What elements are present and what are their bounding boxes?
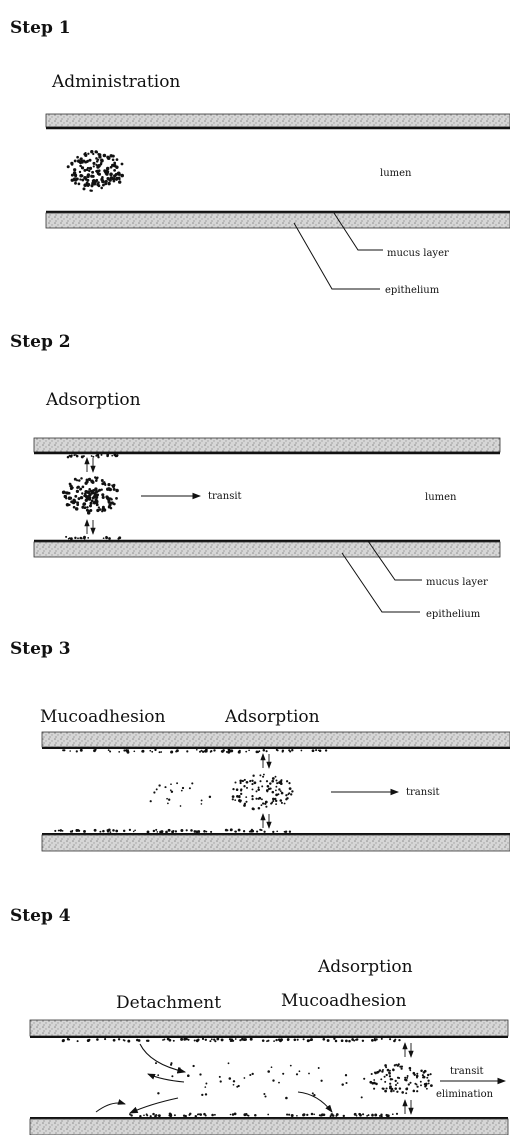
step-1-particle-cluster [67,150,124,192]
step-2-phase-adsorption: Adsorption [45,390,141,410]
step-4-detachment-arrows [96,1044,332,1113]
step-3-bottom-wall [42,834,510,851]
step-1-phase-administration: Administration [51,72,180,92]
step-2-top-wall [34,438,500,453]
step-1-bottom-wall [46,212,510,228]
step-3-title: Step 3 [10,639,71,659]
step-4-elimination-label: elimination [436,1089,494,1100]
step-2-epithelium-leader [342,553,420,612]
step-3-released-particles [150,782,212,807]
step-3-exchange-arrows-top [263,754,269,768]
step-4-phase-detachment: Detachment [116,993,221,1013]
step-2-exchange-arrows-bottom [87,520,93,534]
step-1-lumen-label: lumen [380,168,412,179]
step-3-adhered-particles-bottom [54,828,291,833]
step-3-exchange-arrows-bottom [263,814,269,828]
step-4-exchange-arrows-bottom [405,1100,411,1114]
step-4-top-wall [30,1020,508,1037]
step-4-particle-cluster [363,1063,433,1094]
step-4: Step 4 Adsorption Detachment Mucoadhesio… [10,906,508,1135]
step-2-adhered-particles-bottom [65,536,121,540]
step-1-mucus-label: mucus layer [387,248,449,259]
step-1-epithelium-leader [294,223,380,289]
step-4-title: Step 4 [10,906,71,926]
step-4-transit-label: transit [450,1066,484,1077]
step-4-phase-mucoadhesion: Mucoadhesion [281,991,407,1011]
step-2-bottom-wall [34,541,500,557]
step-2-transit-label: transit [208,491,242,502]
step-2-title: Step 2 [10,332,71,352]
step-1-epithelium-label: epithelium [385,285,440,296]
step-2-mucus-label: mucus layer [426,577,488,588]
step-4-adhered-particles-top [62,1038,401,1043]
step-3-adhered-particles-top [62,748,327,753]
step-3-phase-mucoadhesion: Mucoadhesion [40,707,166,727]
step-4-exchange-arrows-top [405,1043,411,1057]
step-1-top-wall [46,114,510,128]
step-2: Step 2 Adsorption transit lumen mucus la… [10,332,500,620]
step-2-epithelium-label: epithelium [426,609,481,620]
step-4-released-particles [155,1062,363,1099]
step-2-particle-cluster [62,476,119,514]
step-4-bottom-wall [30,1118,508,1135]
step-2-lumen-label: lumen [425,492,457,503]
step-3-transit-label: transit [406,787,440,798]
step-2-exchange-arrows-top [87,458,93,472]
step-2-adhered-particles-top [67,454,119,459]
step-3-top-wall [42,732,510,748]
step-1-title: Step 1 [10,18,71,38]
step-4-adhered-particles-bottom [129,1113,398,1118]
step-3-phase-adsorption: Adsorption [224,707,320,727]
step-4-phase-adsorption: Adsorption [317,957,413,977]
step-3: Step 3 Mucoadhesion Adsorption transit [10,639,510,851]
step-3-particle-cluster [232,774,294,811]
step-1: Step 1 Administration lumen mucus layer … [10,18,510,296]
